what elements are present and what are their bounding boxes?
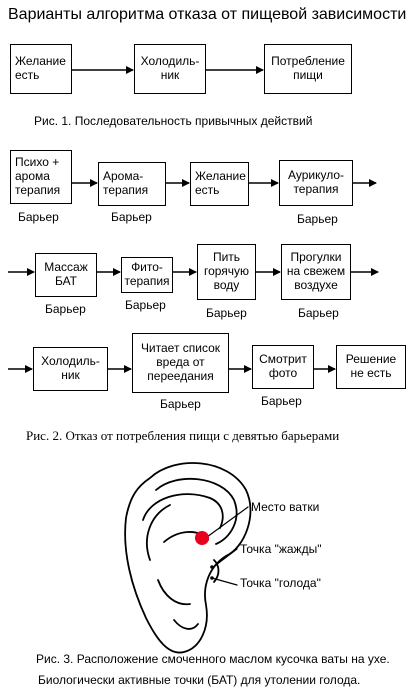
barrier-label: Барьер: [160, 397, 201, 411]
ear-tragus: [213, 559, 220, 583]
ear-canal: [157, 579, 191, 606]
r3-box-fridge: Холодиль- ник: [33, 347, 108, 391]
fig1-box-fridge: Холодиль- ник: [134, 44, 206, 94]
r3-box-photo: Смотрит фото: [252, 345, 314, 389]
barrier-label: Барьер: [18, 210, 59, 224]
barrier-label: Барьер: [297, 212, 338, 226]
page-title: Варианты алгоритма отказа от пищевой зав…: [8, 6, 407, 23]
fig1-box-desire: Желание есть: [10, 44, 72, 94]
barrier-label: Барьер: [45, 302, 86, 316]
r1-box-aromatherapy: Арома- терапия: [98, 162, 166, 206]
ear-inner-rim: [155, 477, 238, 545]
ear-antihelix-crus: [146, 504, 171, 561]
r1-box-desire: Желание есть: [190, 162, 249, 206]
barrier-label: Барьер: [125, 298, 166, 312]
label-hunger-point: Точка "голода": [240, 576, 321, 590]
r2-box-massage: Массаж БАТ: [35, 253, 97, 297]
pointer-hunger: [211, 577, 238, 586]
hunger-point: [210, 576, 214, 580]
r1-box-auriculo: Аурикуло- терапия: [279, 160, 353, 206]
r2-box-hot-water: Пить горячую воду: [197, 244, 256, 300]
barrier-label: Барьер: [261, 394, 302, 408]
r3-box-decision: Решение не есть: [336, 345, 406, 389]
barrier-label: Барьер: [111, 210, 152, 224]
r3-box-reads-list: Читает список вреда от переедания: [132, 333, 229, 393]
thirst-point: [210, 565, 214, 569]
fig3-caption-line1: Рис. 3. Расположение смоченного маслом к…: [36, 652, 390, 666]
ear-antihelix: [142, 493, 224, 529]
fig2-caption: Рис. 2. Отказ от потребления пищи с девя…: [26, 428, 340, 443]
r2-box-walks: Прогулки на свежем воздухе: [281, 244, 351, 300]
label-cotton-place: Место ватки: [251, 500, 320, 514]
pointer-thirst: [211, 548, 238, 569]
r2-box-phyto: Фито- терапия: [121, 257, 173, 293]
r1-box-psycho-aroma: Психо + арома терапия: [10, 150, 72, 204]
barrier-label: Барьер: [206, 306, 247, 320]
ear-outline: [124, 462, 252, 654]
cotton-spot: [195, 531, 209, 545]
pointer-cotton: [206, 506, 249, 538]
barrier-label: Барьер: [298, 306, 339, 320]
ear-lobe-line: [173, 619, 199, 630]
ear-drawing: [124, 462, 252, 654]
fig3-caption-line2: Биологически активные точки (БАТ) для ут…: [38, 673, 361, 687]
fig1-caption: Рис. 1. Последовательность привычных дей…: [34, 114, 313, 128]
label-thirst-point: Точка "жажды": [240, 542, 322, 556]
fig1-box-consumption: Потребление пищи: [264, 44, 352, 94]
